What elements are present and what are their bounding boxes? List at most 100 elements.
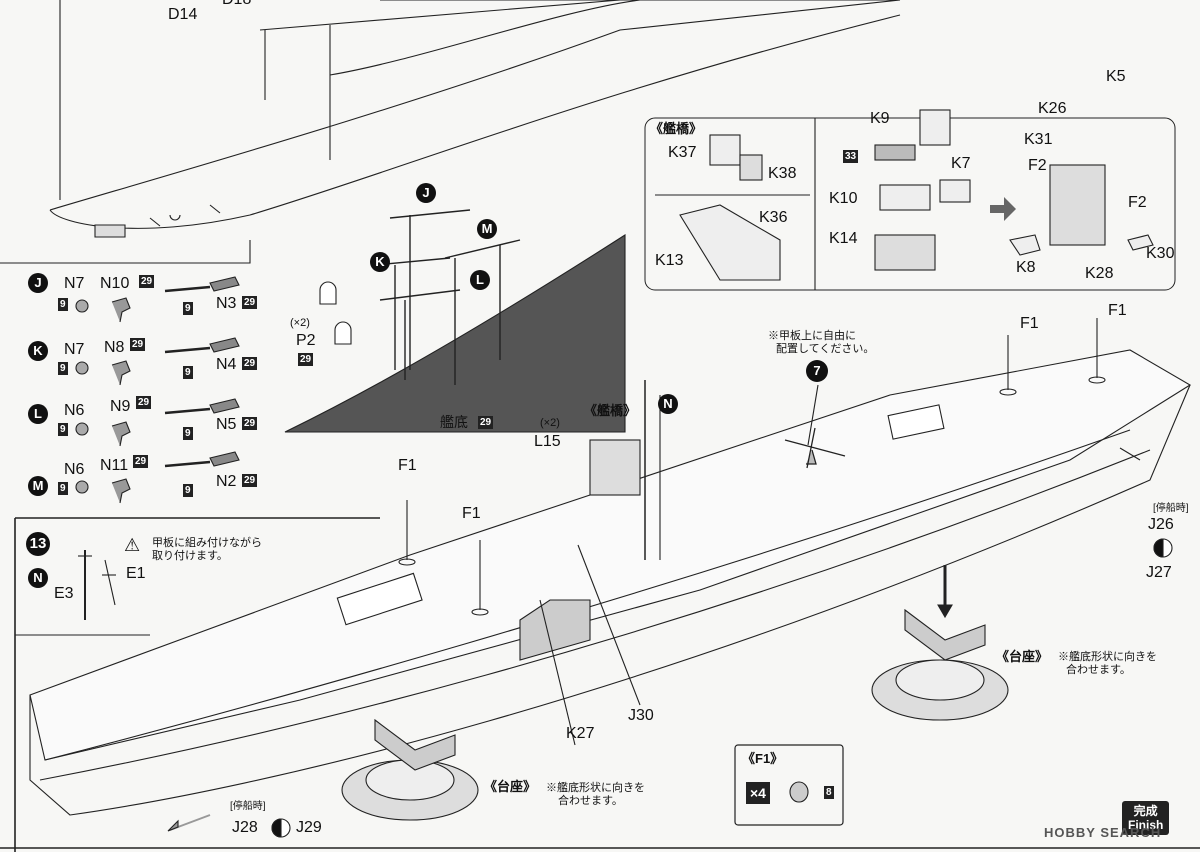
warning-text: 取り付けます。: [152, 550, 228, 562]
letter-k: K: [28, 341, 48, 361]
stand-note: 合わせます。: [1066, 664, 1131, 676]
label-j29: J29: [296, 819, 322, 836]
stand-note: ※艦底形状に向きを: [546, 782, 645, 794]
label-k13: K13: [655, 252, 684, 269]
badge-29: 29: [130, 338, 146, 351]
label-f2: F2: [1028, 157, 1047, 174]
label-k37: K37: [668, 144, 697, 161]
label-n5: N5: [216, 416, 237, 433]
label-e1: E1: [126, 565, 146, 582]
hull-bottom-label: 艦底: [440, 414, 468, 430]
label-n10: N10: [100, 275, 130, 292]
badge-9: 9: [58, 298, 68, 311]
badge-29: 29: [242, 417, 258, 430]
badge-9: 9: [183, 302, 193, 315]
letter-m: M: [28, 476, 48, 496]
bridge-ref: 《艦橋》: [584, 403, 637, 418]
letter-k: K: [370, 252, 390, 272]
label-n6: N6: [64, 461, 85, 478]
part-label-d14: D14: [168, 6, 198, 23]
label-k10: K10: [829, 190, 858, 207]
warning-text: 甲板に組み付けながら: [152, 537, 262, 549]
part-label-d18: D18: [222, 0, 251, 8]
label-f1: F1: [398, 457, 417, 474]
label-k8: K8: [1016, 259, 1036, 276]
finish-badge: 完成 Finish: [1122, 801, 1170, 835]
label-n4: N4: [216, 356, 237, 373]
stand-title: 《台座》: [996, 649, 1049, 664]
label-e3: E3: [54, 585, 74, 602]
letter-l: L: [470, 270, 490, 290]
badge-9: 9: [183, 366, 193, 379]
f1-count: ×4: [746, 782, 770, 804]
badge-8: 8: [824, 786, 834, 799]
badge-9: 9: [183, 427, 193, 440]
label-k28: K28: [1085, 265, 1114, 282]
l15-count: (×2): [540, 417, 560, 429]
label-k31: K31: [1024, 131, 1053, 148]
letter-j: J: [28, 273, 48, 293]
hull-bottom: [284, 233, 626, 433]
label-k7: K7: [951, 155, 971, 172]
letter-m: M: [477, 219, 497, 239]
top-hull: [49, 0, 901, 211]
badge-9: 9: [58, 362, 68, 375]
prop-shafts: [75, 276, 240, 504]
carrier-deck: [29, 349, 1192, 761]
stand-left: [341, 718, 479, 821]
badge-29: 29: [478, 416, 494, 429]
label-k36: K36: [759, 209, 788, 226]
label-k30: K30: [1146, 245, 1175, 262]
badge-29: 29: [242, 474, 258, 487]
label-n7: N7: [64, 341, 85, 358]
badge-29: 29: [139, 275, 155, 288]
warning-icon: ⚠: [124, 535, 141, 555]
badge-33: 33: [843, 150, 859, 163]
letter-n: N: [658, 394, 678, 414]
badge-29: 29: [136, 396, 152, 409]
deck-note: ※甲板上に自由に: [768, 330, 856, 342]
badge-29: 29: [242, 357, 258, 370]
finish-jp: 完成: [1133, 804, 1158, 818]
label-k9: K9: [870, 110, 890, 127]
label-n2: N2: [216, 473, 237, 490]
label-k38: K38: [768, 165, 797, 182]
label-f2: F2: [1128, 194, 1147, 211]
letter-n: N: [28, 568, 48, 588]
label-j30: J30: [628, 707, 654, 724]
label-j28: J28: [232, 819, 258, 836]
p2-count: (×2): [290, 317, 310, 329]
badge-9: 9: [183, 484, 193, 497]
label-k5: K5: [1106, 68, 1126, 85]
step-number: 13: [26, 532, 50, 556]
deck-note: 配置してください。: [776, 343, 875, 355]
label-n11: N11: [100, 457, 129, 474]
badge-9: 9: [58, 423, 68, 436]
moored-note: [停船時]: [230, 801, 266, 812]
label-n8: N8: [104, 339, 125, 356]
badge-29: 29: [298, 353, 314, 366]
label-k14: K14: [829, 230, 858, 247]
bridge-title: 《艦橋》: [650, 121, 703, 136]
badge-9: 9: [58, 482, 68, 495]
label-n6: N6: [64, 402, 85, 419]
label-f1: F1: [1108, 302, 1127, 319]
label-j27: J27: [1146, 564, 1172, 581]
stand-note: 合わせます。: [558, 795, 623, 807]
label-l15: L15: [534, 433, 561, 450]
stand-title: 《台座》: [484, 779, 537, 794]
letter-j: J: [416, 183, 436, 203]
label-f1: F1: [1020, 315, 1039, 332]
f1-box-title: 《F1》: [742, 751, 784, 766]
stand-note: ※艦底形状に向きを: [1058, 651, 1157, 663]
label-j26: J26: [1148, 516, 1174, 533]
watermark-logo: HOBBY SEARCH: [1044, 825, 1162, 840]
moored-note: [停船時]: [1153, 503, 1189, 514]
badge-29: 29: [133, 455, 149, 468]
label-p2: P2: [296, 332, 316, 349]
finish-en: Finish: [1128, 818, 1164, 832]
letter-l: L: [28, 404, 48, 424]
stand-right: [871, 565, 1009, 721]
